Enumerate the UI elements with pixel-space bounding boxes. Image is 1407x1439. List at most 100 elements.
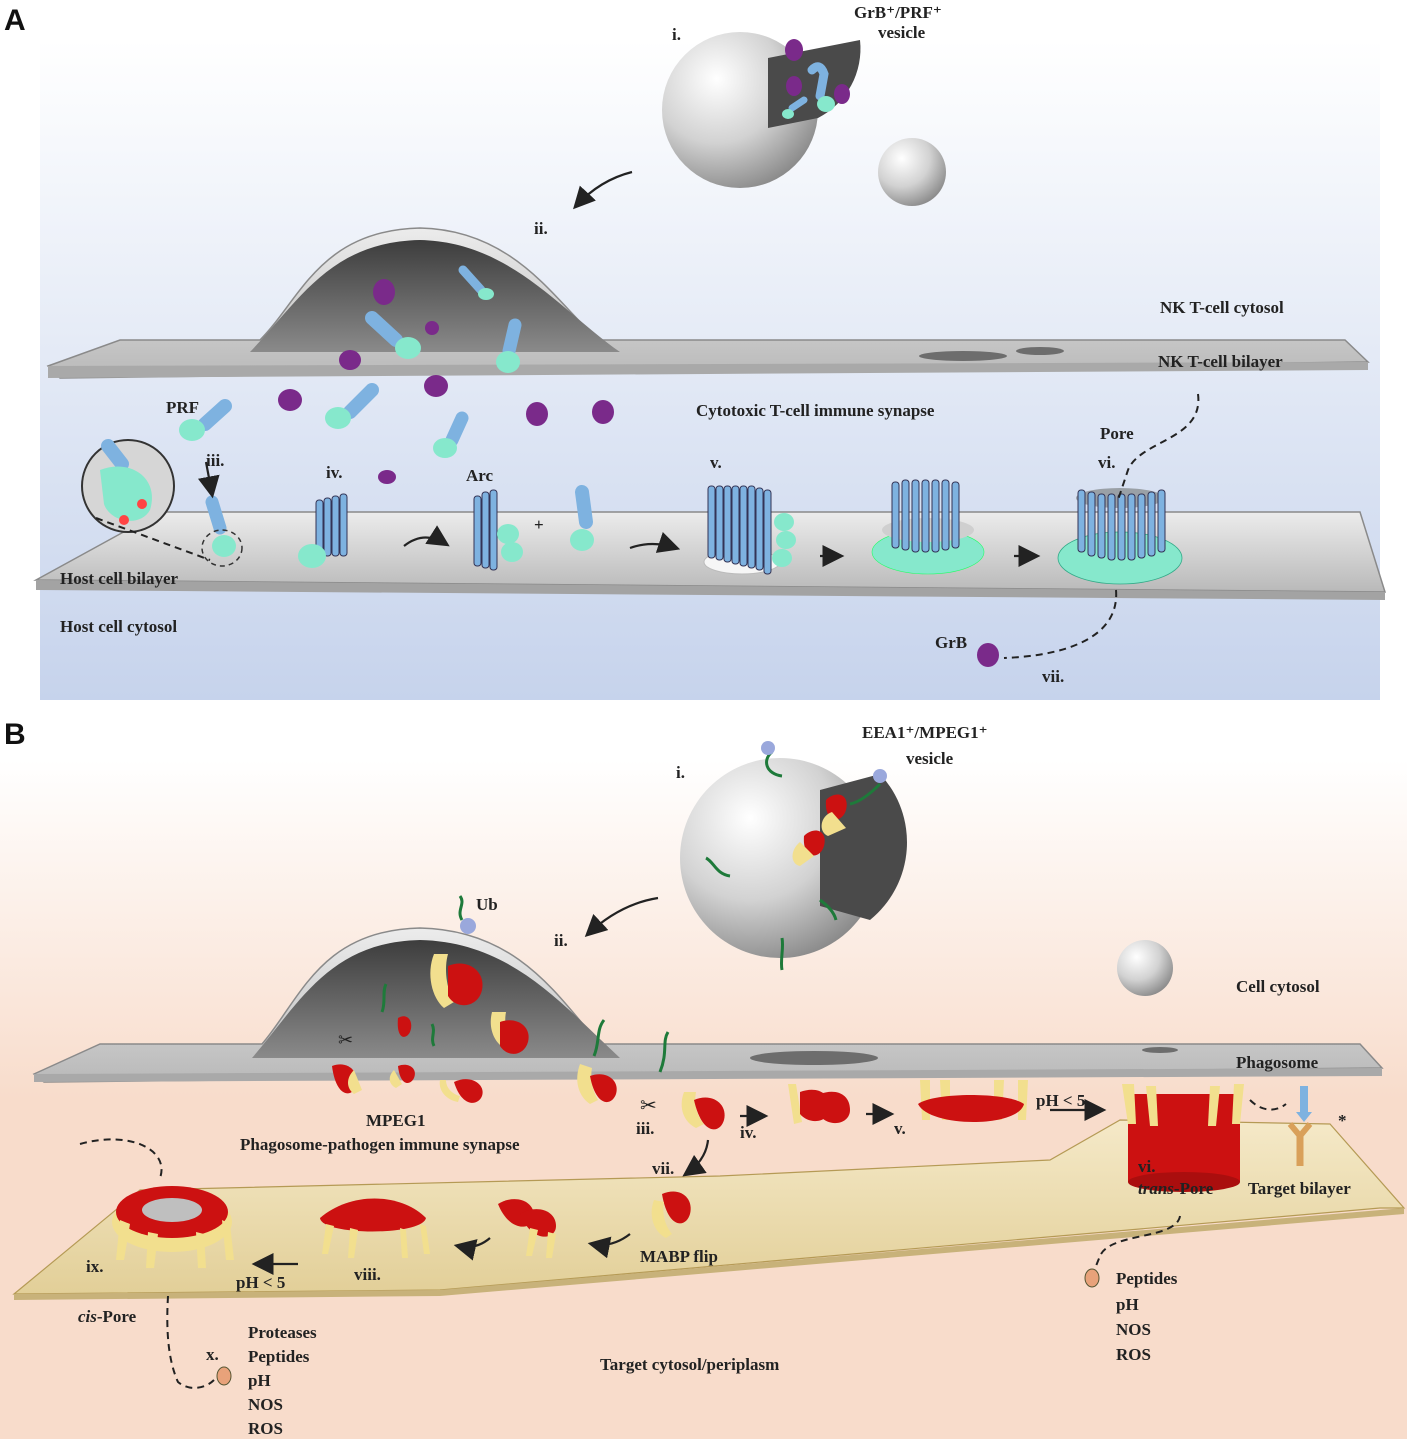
- trans-pore: [1122, 1084, 1244, 1192]
- step-vi-b: vi.: [1138, 1157, 1155, 1176]
- cis-arc-oligomer: [320, 1198, 430, 1258]
- nk-cytosol-label: NK T-cell cytosol: [1160, 298, 1284, 317]
- step-viii-b: viii.: [354, 1265, 381, 1284]
- cis-pore-dash-top: [79, 1138, 163, 1179]
- left-list-item: pH: [248, 1371, 271, 1390]
- flipped-monomer: [651, 1191, 691, 1238]
- step-iii-b: iii.: [636, 1119, 654, 1138]
- phagosome-membrane: [32, 927, 1384, 1083]
- left-list-item: ROS: [248, 1419, 283, 1438]
- cis-pore: [112, 1186, 234, 1268]
- scissors-icon-1: ✂: [338, 1030, 353, 1050]
- step-iv-b: iv.: [740, 1123, 757, 1142]
- cis-pore-rest: -Pore: [97, 1307, 137, 1326]
- ph-left-label: pH < 5: [236, 1273, 285, 1292]
- synapse-a-label: Cytotoxic T-cell immune synapse: [696, 401, 935, 420]
- vesicle-a-label-2: vesicle: [878, 23, 926, 42]
- step-iii-monomer-b: [681, 1092, 725, 1130]
- prf-label: PRF: [166, 398, 199, 417]
- target-bilayer-label: Target bilayer: [1248, 1179, 1351, 1198]
- released-perforin-granzyme: [179, 265, 614, 484]
- target-cytosol-label: Target cytosol/periplasm: [600, 1355, 779, 1374]
- left-list-item: Peptides: [248, 1347, 310, 1366]
- step-ii-a: ii.: [534, 219, 548, 238]
- step-v-a: v.: [710, 453, 722, 472]
- step-vii-a: vii.: [1042, 667, 1064, 686]
- cis-dimer: [498, 1199, 556, 1258]
- to-step-vii-arrow: [682, 1139, 710, 1177]
- step-ii-b: ii.: [554, 931, 568, 950]
- vesicle-b-label-2: vesicle: [906, 749, 954, 768]
- arc-label: Arc: [466, 466, 494, 485]
- host-cytosol-label: Host cell cytosol: [60, 617, 177, 636]
- mabp-flip-label: MABP flip: [640, 1247, 718, 1266]
- trans-pore-italic: trans: [1138, 1179, 1174, 1198]
- right-particle: [1084, 1268, 1100, 1288]
- pore-dashed-line-top: [1117, 393, 1200, 501]
- arc-oligomer: [473, 489, 523, 571]
- flip-to-oligomer-arrow: [587, 1233, 631, 1259]
- cis-pore-label: cis-Pore: [78, 1307, 137, 1326]
- ub-label: Ub: [476, 895, 498, 914]
- asterisk-label: *: [1338, 1111, 1347, 1130]
- to-step-v-arrow: [629, 532, 681, 553]
- dimer-to-arc-arrow: [453, 1237, 491, 1261]
- nk-bilayer-membrane: [46, 227, 1370, 379]
- trans-pore-rest: -Pore: [1174, 1179, 1214, 1198]
- step-iv-dimer-b: [788, 1084, 850, 1124]
- left-particle: [216, 1366, 232, 1386]
- step-vi-a: vi.: [1098, 453, 1115, 472]
- step-v-prepore: [703, 485, 796, 575]
- mpeg1-monomers: [332, 954, 670, 1104]
- vesicle-b-label-1: EEA1⁺/MPEG1⁺: [862, 723, 988, 742]
- cell-cytosol-label: Cell cytosol: [1236, 977, 1320, 996]
- plus-label: +: [534, 515, 544, 534]
- small-vesicle-b: [1117, 940, 1173, 996]
- host-bilayer-label: Host cell bilayer: [60, 569, 178, 588]
- step-vii-b: vii.: [652, 1159, 674, 1178]
- step-iii-a: iii.: [206, 451, 224, 470]
- right-effector-list: Peptides pH NOS ROS: [1116, 1269, 1178, 1364]
- left-list-item: Proteases: [248, 1323, 317, 1342]
- mpeg1-label: MPEG1: [366, 1111, 426, 1130]
- right-list-item: pH: [1116, 1295, 1139, 1314]
- fusion-arrow-a: [573, 170, 633, 210]
- step-i-b: i.: [676, 763, 685, 782]
- fusion-arrow-b: [584, 896, 659, 938]
- step-v-b: v.: [894, 1119, 906, 1138]
- right-list-item: NOS: [1116, 1320, 1151, 1339]
- scissors-icon-2: ✂: [640, 1095, 657, 1117]
- trans-pore-dash: [1095, 1215, 1181, 1267]
- step-ix-b: ix.: [86, 1257, 103, 1276]
- panel-b-letter: B: [4, 718, 26, 751]
- phagosome-label: Phagosome: [1236, 1053, 1319, 1072]
- grb-label: GrB: [935, 633, 967, 652]
- left-effector-list: Proteases Peptides pH NOS ROS: [248, 1323, 317, 1438]
- left-list-item: NOS: [248, 1395, 283, 1414]
- nk-bilayer-label: NK T-cell bilayer: [1158, 352, 1283, 371]
- pore-dashed-line-bottom: [1003, 589, 1118, 659]
- cis-pore-dash-bottom: [166, 1295, 215, 1389]
- granzyme-b: [977, 643, 999, 667]
- vesicle-a-label-1: GrB⁺/PRF⁺: [854, 3, 942, 22]
- target-receptor: [1287, 1086, 1313, 1166]
- receptor-dash: [1249, 1099, 1287, 1111]
- cis-pore-italic: cis: [78, 1307, 97, 1326]
- step-iv-oligomer: [298, 493, 348, 568]
- ubiquitin: [458, 895, 476, 934]
- right-list-item: ROS: [1116, 1345, 1151, 1364]
- small-vesicle-a: [878, 138, 946, 206]
- step-x-b: x.: [206, 1345, 219, 1364]
- step-iii-monomer: [201, 495, 243, 567]
- binding-zoom-inset: [81, 439, 211, 561]
- synapse-b-label: Phagosome-pathogen immune synapse: [240, 1135, 520, 1154]
- vesicle-a-step: i.: [672, 25, 681, 44]
- ph-right-label: pH < 5: [1036, 1091, 1085, 1110]
- panel-a-letter: A: [4, 4, 26, 37]
- grb-prf-vesicle: [662, 32, 861, 188]
- ring-assembly: [871, 479, 985, 575]
- eea1-mpeg1-vesicle: [680, 741, 907, 971]
- step-iv-a: iv.: [326, 463, 343, 482]
- trans-pore-label: trans-Pore: [1138, 1179, 1214, 1198]
